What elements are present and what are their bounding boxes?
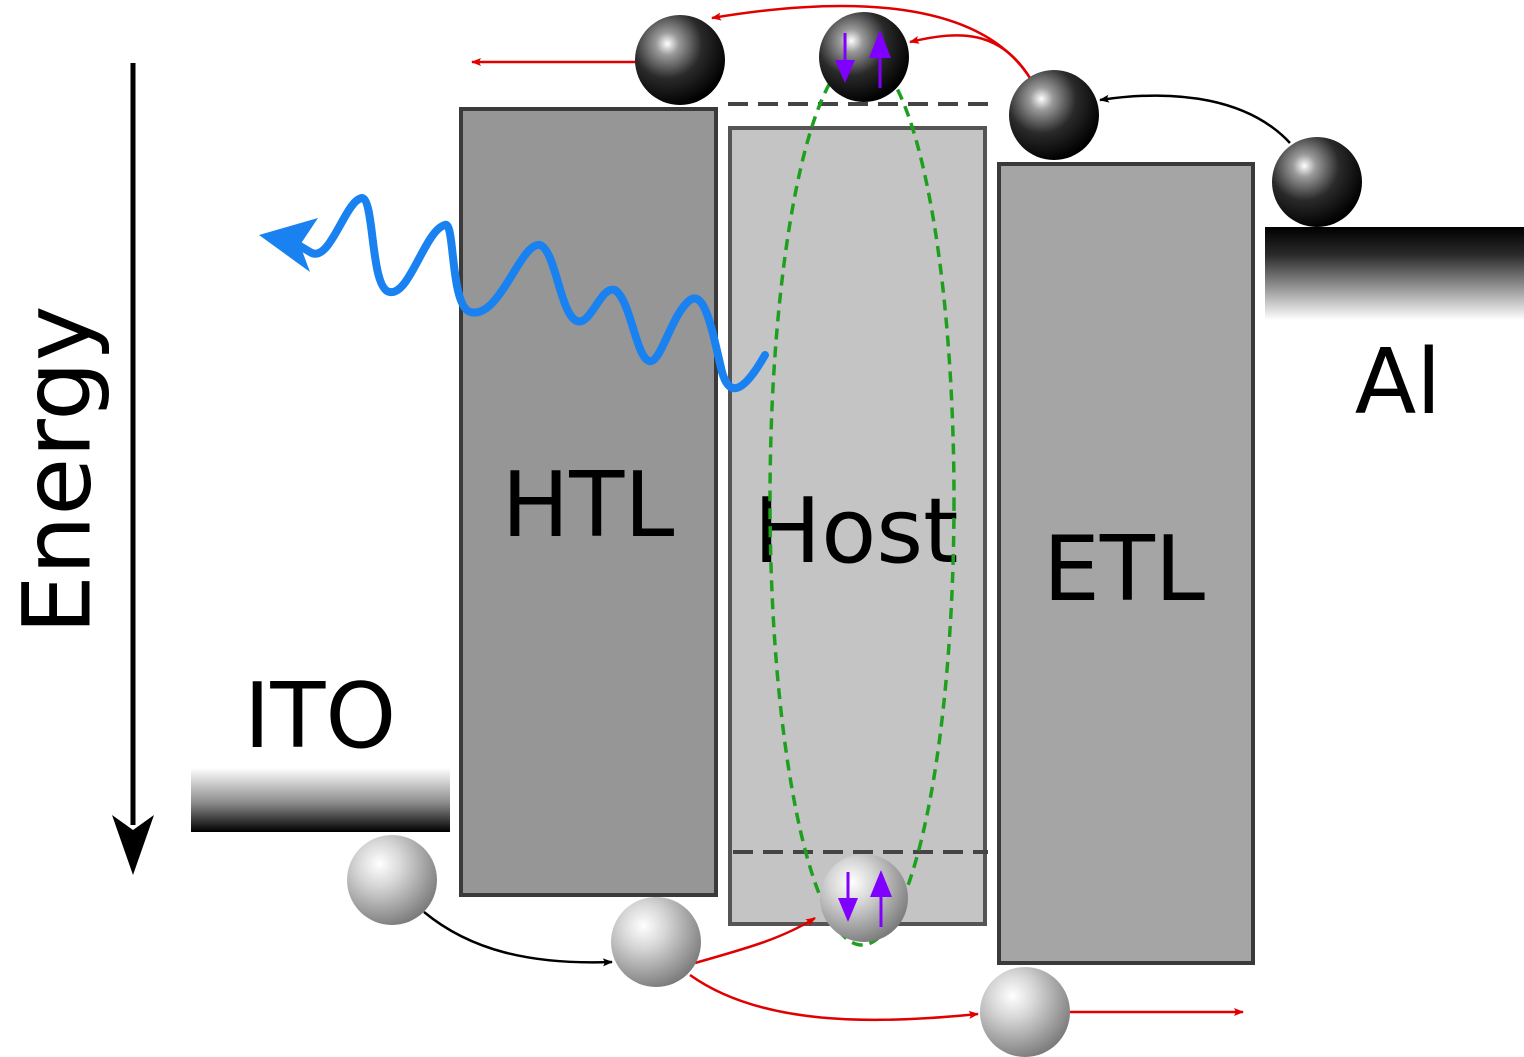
spin-up-down-arrow-icon [835,30,891,88]
hole-sphere-icon [980,967,1070,1057]
ito-label: ITO [244,664,396,769]
hole-leak-arrow [689,973,979,1022]
electron-leak-arrow [711,4,1032,79]
photon-arrowhead-icon [259,218,318,272]
axis-label: Energy [4,305,113,634]
spin-up-down-arrow-icon [838,870,892,927]
etl-label: ETL [1043,517,1205,622]
dopant-electron-sphere-icon [819,12,909,102]
hole-injection-arrow [423,911,613,967]
hole-to-dopant-arrow [694,916,816,965]
electron-injection-arrow [1099,94,1291,144]
dopant-hole-sphere-icon [820,854,908,942]
axis-arrow-icon [112,815,154,875]
host-layer [728,126,987,926]
electron-sphere-icon [635,15,725,105]
al-label: Al [1355,330,1442,435]
host-label: Host [754,479,959,584]
ito-electrode [191,768,450,832]
photon-emission [259,193,769,393]
hole-sphere-icon [611,897,701,987]
etl-layer [997,162,1255,965]
energy-axis: Energy [4,63,154,875]
htl-layer [459,107,718,897]
htl-label: HTL [502,453,675,558]
hole-sphere-icon [347,835,437,925]
electron-sphere-icon [1009,70,1099,160]
wavy-arrow-icon [291,193,769,393]
electron-sphere-icon [1272,137,1362,227]
al-electrode [1265,227,1524,320]
